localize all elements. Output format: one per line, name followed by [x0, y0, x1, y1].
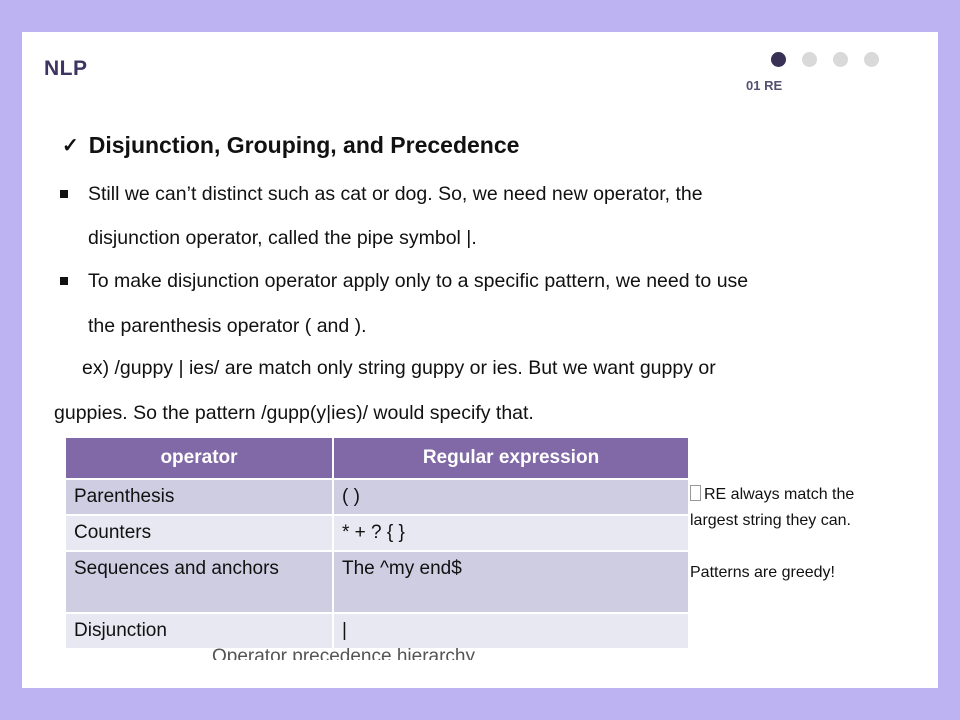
- table-caption: Operator precedence hierarchy: [212, 646, 475, 660]
- missing-glyph-icon: [690, 485, 701, 501]
- table-cell: Disjunction: [66, 612, 334, 648]
- table-cell: Parenthesis: [66, 478, 334, 515]
- bullet2-line2: the parenthesis operator ( and ).: [88, 315, 367, 337]
- progress-dot-active: [771, 52, 786, 67]
- table-row: Parenthesis ( ): [66, 478, 690, 515]
- slide-heading: ✓ Disjunction, Grouping, and Precedence: [62, 132, 519, 159]
- table-cell: |: [333, 612, 690, 648]
- section-label: 01 RE: [746, 78, 783, 93]
- side-note-line: largest string they can.: [690, 512, 851, 529]
- example-line1: ex) /guppy | ies/ are match only string …: [82, 357, 716, 379]
- progress-dot: [864, 52, 879, 67]
- table-cell: The ^my end$: [333, 550, 690, 613]
- table-row: Counters * + ? { }: [66, 514, 690, 551]
- table-cell: Sequences and anchors: [66, 550, 334, 613]
- table-header-regex: Regular expression: [333, 438, 690, 479]
- table-cell: ( ): [333, 478, 690, 515]
- progress-dot: [802, 52, 817, 67]
- side-note-line: RE always match the: [690, 482, 920, 508]
- table-cell: Counters: [66, 514, 334, 551]
- square-bullet-icon: [60, 277, 68, 285]
- progress-dot: [833, 52, 848, 67]
- bullet1-line2: disjunction operator, called the pipe sy…: [88, 227, 477, 249]
- side-note-line: Patterns are greedy!: [690, 564, 835, 581]
- heading-text: Disjunction, Grouping, and Precedence: [88, 132, 520, 158]
- table-cell: * + ? { }: [333, 514, 690, 551]
- table-row: Disjunction |: [66, 612, 690, 648]
- table-row: Sequences and anchors The ^my end$: [66, 550, 690, 613]
- bullet1-line1: Still we can’t distinct such as cat or d…: [88, 183, 703, 205]
- brand-title: NLP: [44, 57, 88, 80]
- side-note: RE always match the largest string they …: [690, 482, 920, 586]
- slide: NLP 01 RE ✓ Disjunction, Grouping, and P…: [22, 32, 938, 688]
- check-icon: ✓: [62, 135, 79, 157]
- precedence-table: operator Regular expression Parenthesis …: [66, 438, 690, 648]
- table-header-operator: operator: [66, 438, 334, 479]
- square-bullet-icon: [60, 190, 68, 198]
- bullet2-line1: To make disjunction operator apply only …: [88, 270, 749, 292]
- example-line2: guppies. So the pattern /gupp(y|ies)/ wo…: [54, 402, 534, 424]
